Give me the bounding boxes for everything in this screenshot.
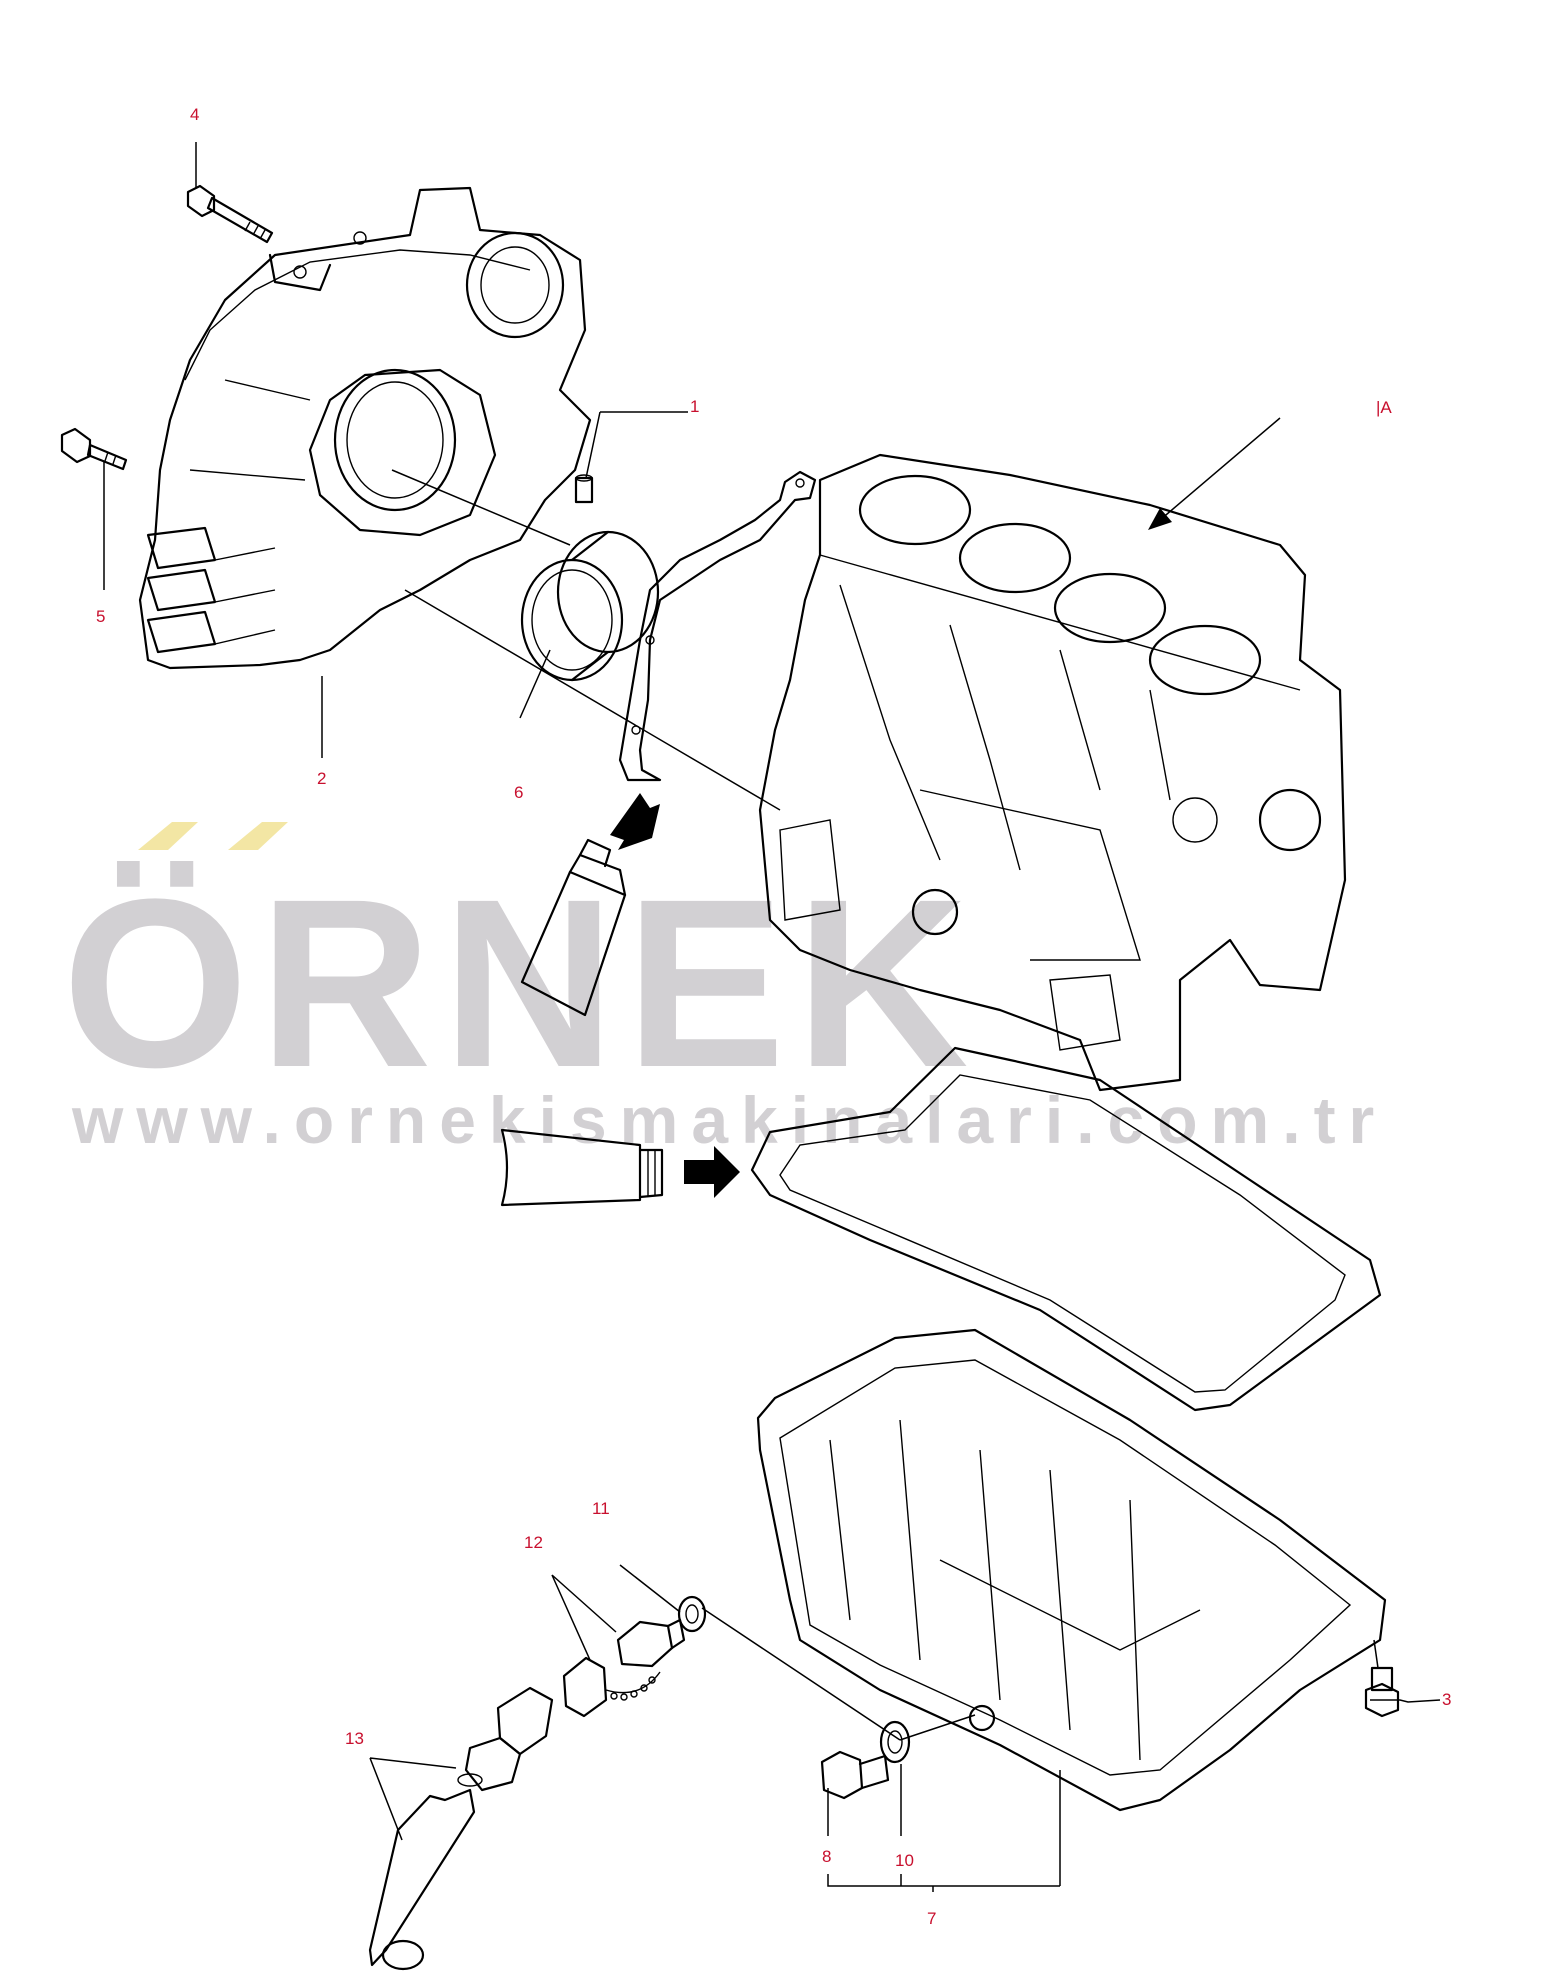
watermark-url: www.ornekismakinalari.com.tr — [71, 1083, 1387, 1157]
callout-6: 6 — [514, 783, 523, 802]
drain-plug-8 — [820, 1750, 890, 1800]
view-a-label: |A — [1376, 398, 1392, 417]
bolt-3 — [1364, 1666, 1400, 1718]
arrow-up-icon — [610, 793, 660, 850]
view-a-arrow — [1148, 417, 1281, 530]
callout-1: 1 — [690, 397, 699, 416]
rear-gasket — [618, 470, 817, 782]
arrow-right-icon — [684, 1146, 740, 1198]
drain-hose-13 — [368, 1686, 554, 1971]
callout-10: 10 — [895, 1851, 914, 1870]
callout-11: 11 — [592, 1499, 610, 1518]
callout-12: 12 — [524, 1533, 543, 1552]
watermark-accent-left — [138, 822, 198, 850]
watermark: ÖRNEK www.ornekismakinalari.com.tr — [62, 822, 1387, 1157]
sealant-tube-upper — [520, 838, 627, 1017]
oil-seal-6 — [520, 530, 660, 682]
leader-lines — [103, 142, 1441, 1892]
bolt-5 — [60, 427, 128, 471]
callout-3: 3 — [1442, 1690, 1451, 1709]
callout-4: 4 — [190, 105, 199, 124]
oil-pan-gasket — [750, 1046, 1382, 1412]
washer-11 — [677, 1595, 707, 1633]
drain-valve-12 — [562, 1618, 686, 1718]
bolt-4 — [186, 184, 274, 244]
cylinder-block — [758, 453, 1347, 1092]
callout-labels: 1 2 3 4 5 6 7 8 10 11 12 13 — [96, 105, 1451, 1928]
callout-7: 7 — [927, 1909, 936, 1928]
flywheel-housing — [138, 186, 592, 670]
sealant-tube-lower — [500, 1128, 664, 1207]
callout-8: 8 — [822, 1847, 831, 1866]
oil-pan — [756, 1328, 1387, 1812]
watermark-accent-right — [228, 822, 288, 850]
callout-2: 2 — [317, 769, 326, 788]
dowel-pin-1 — [574, 474, 594, 504]
watermark-brand: ÖRNEK — [62, 849, 979, 1117]
callout-5: 5 — [96, 607, 105, 626]
washer-10 — [879, 1720, 911, 1764]
callout-13: 13 — [345, 1729, 364, 1748]
